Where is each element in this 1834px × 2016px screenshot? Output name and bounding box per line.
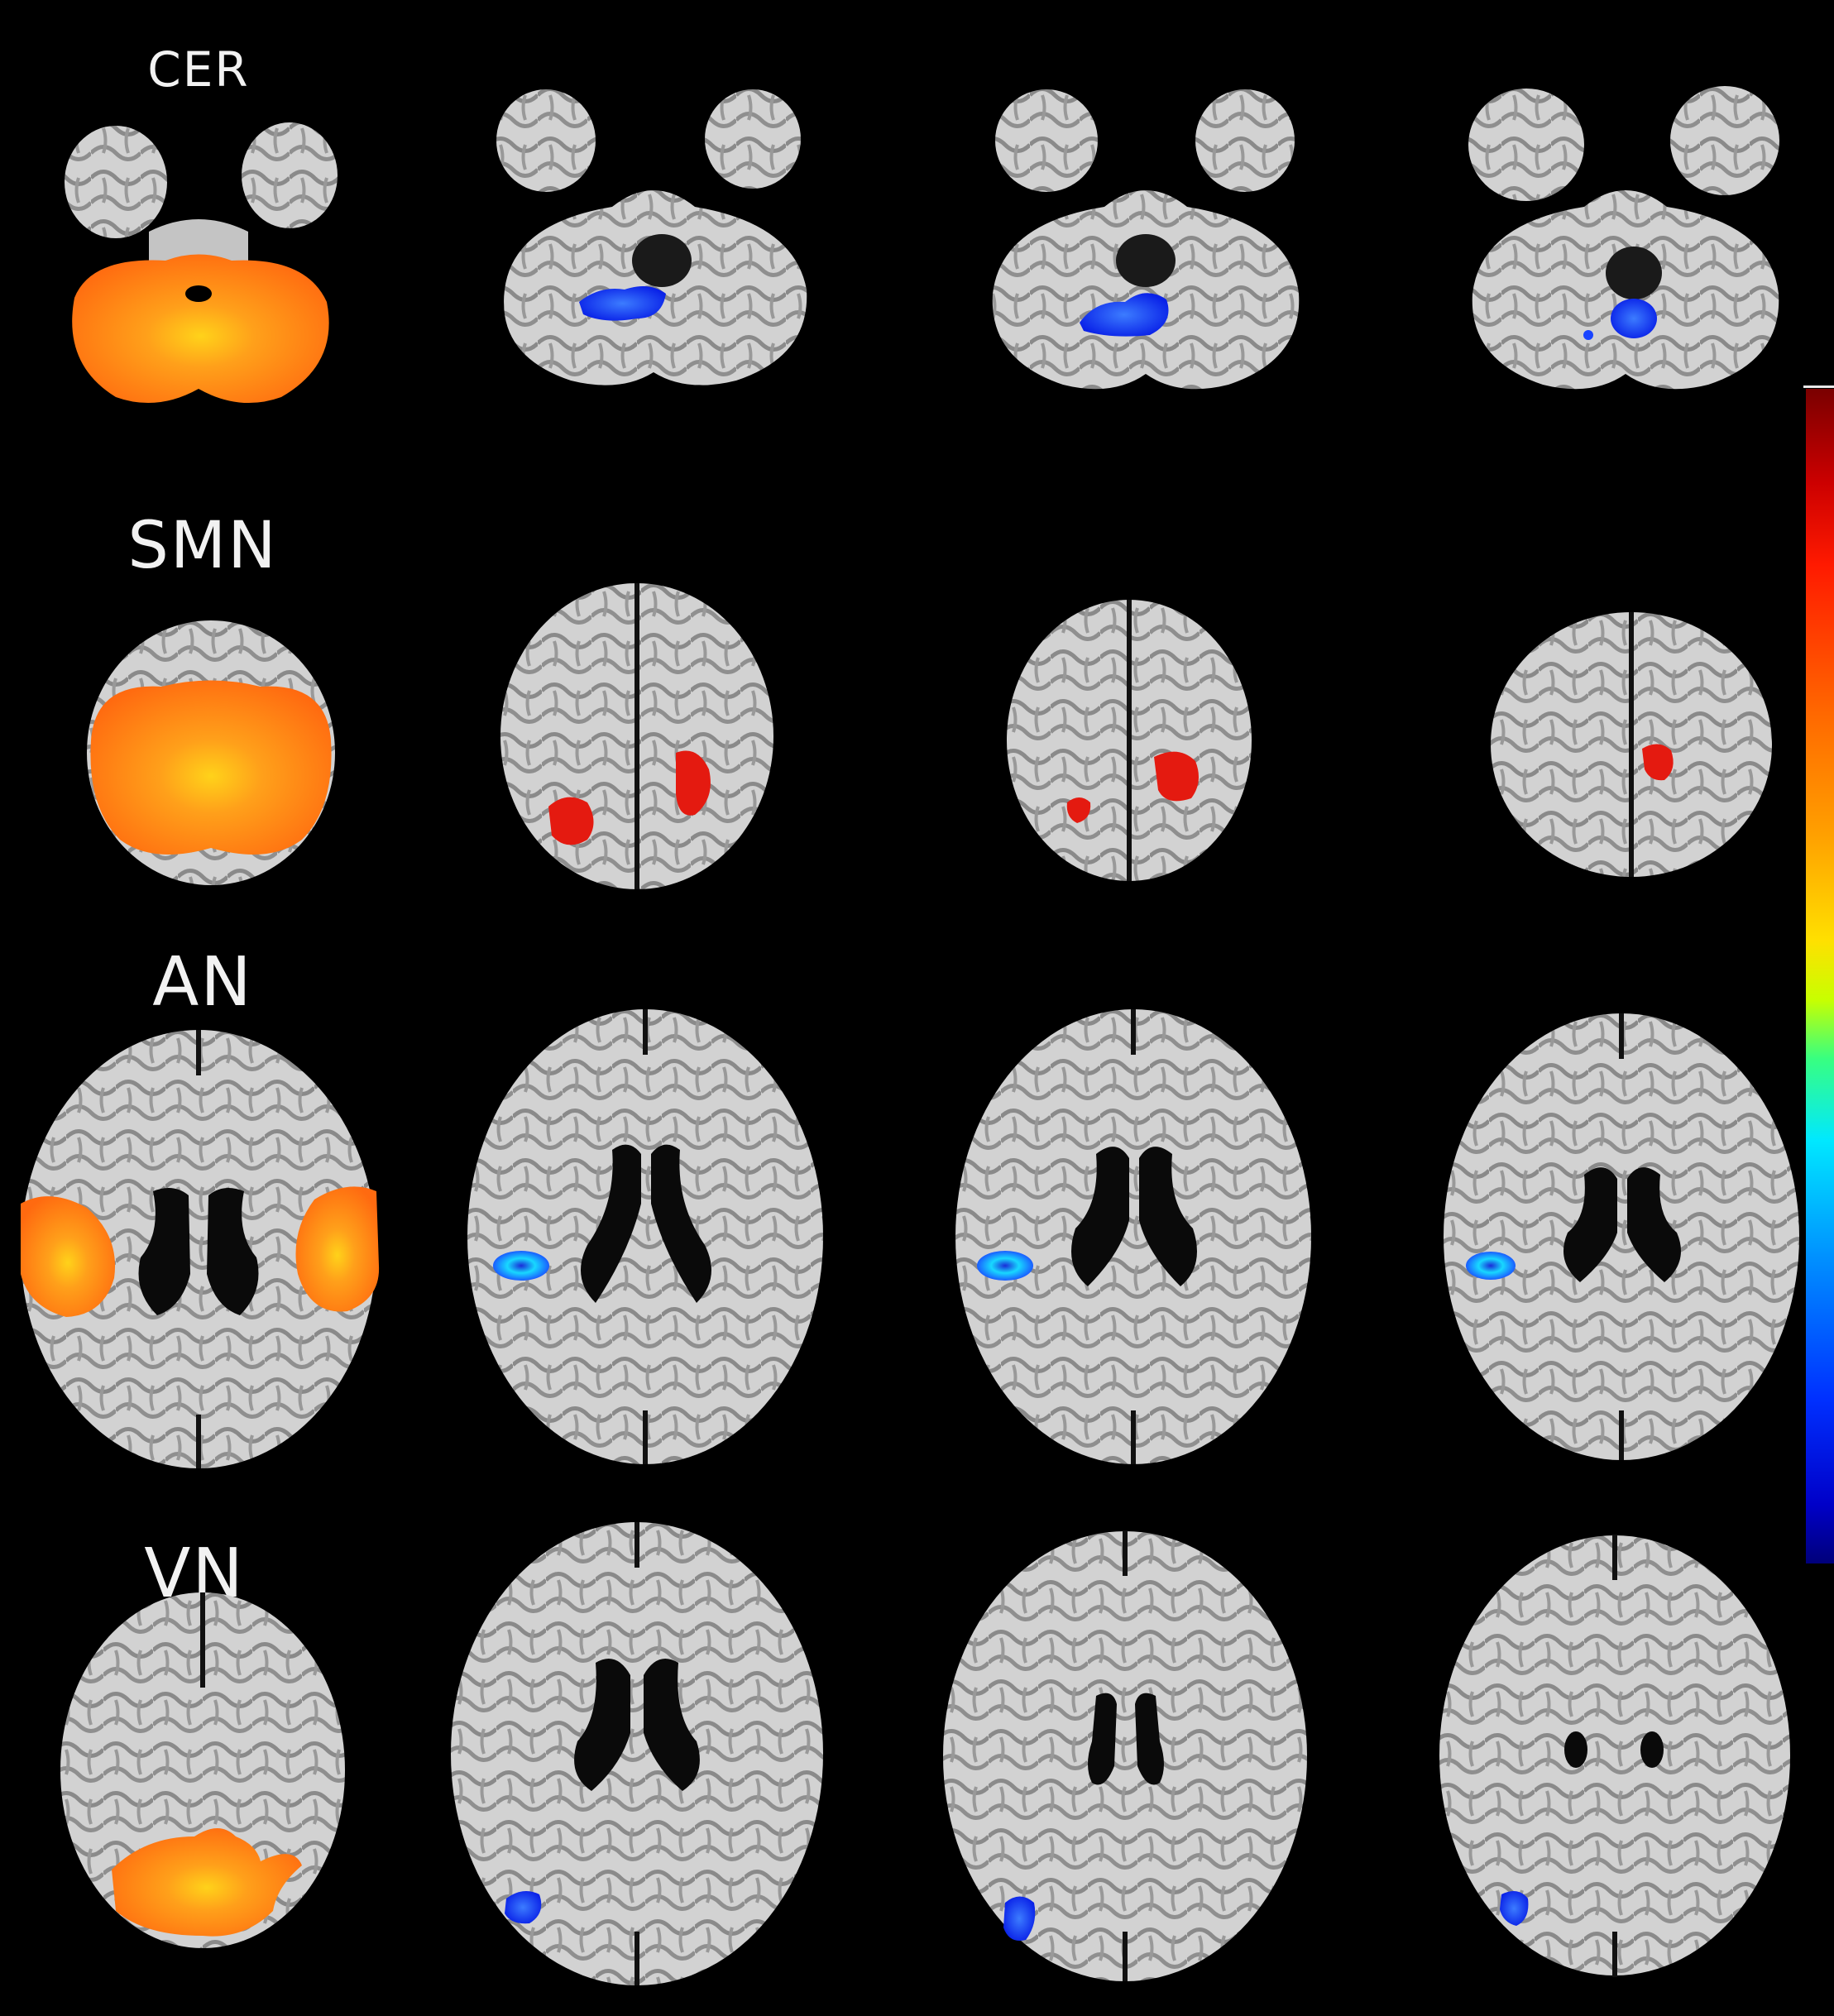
row-label-smn: SMN: [127, 509, 278, 583]
smn-slice-network: [87, 620, 335, 885]
colorbar-cap: [1803, 385, 1834, 388]
cer-slice-network: [65, 122, 338, 404]
an-slice-network: [21, 1030, 380, 1468]
row-label-cer: CER: [147, 41, 250, 98]
an-slice-2: [467, 1009, 823, 1464]
vn-slice-2: [451, 1522, 823, 1985]
an-slice-3: [955, 1009, 1311, 1464]
an-slice-4: [1444, 1013, 1799, 1460]
smn-slice-2: [500, 583, 773, 889]
colorbar: [1806, 389, 1834, 1563]
cer-slice-3: [992, 89, 1300, 390]
cer-slice-2: [496, 89, 807, 385]
vn-slice-4: [1439, 1535, 1790, 1977]
vn-slice-network: [60, 1592, 345, 1948]
vn-slice-3: [943, 1530, 1307, 1981]
row-label-an: AN: [152, 943, 253, 1022]
smn-slice-3: [1007, 600, 1252, 881]
smn-slice-4: [1491, 612, 1772, 877]
cer-slice-4: [1468, 86, 1779, 390]
